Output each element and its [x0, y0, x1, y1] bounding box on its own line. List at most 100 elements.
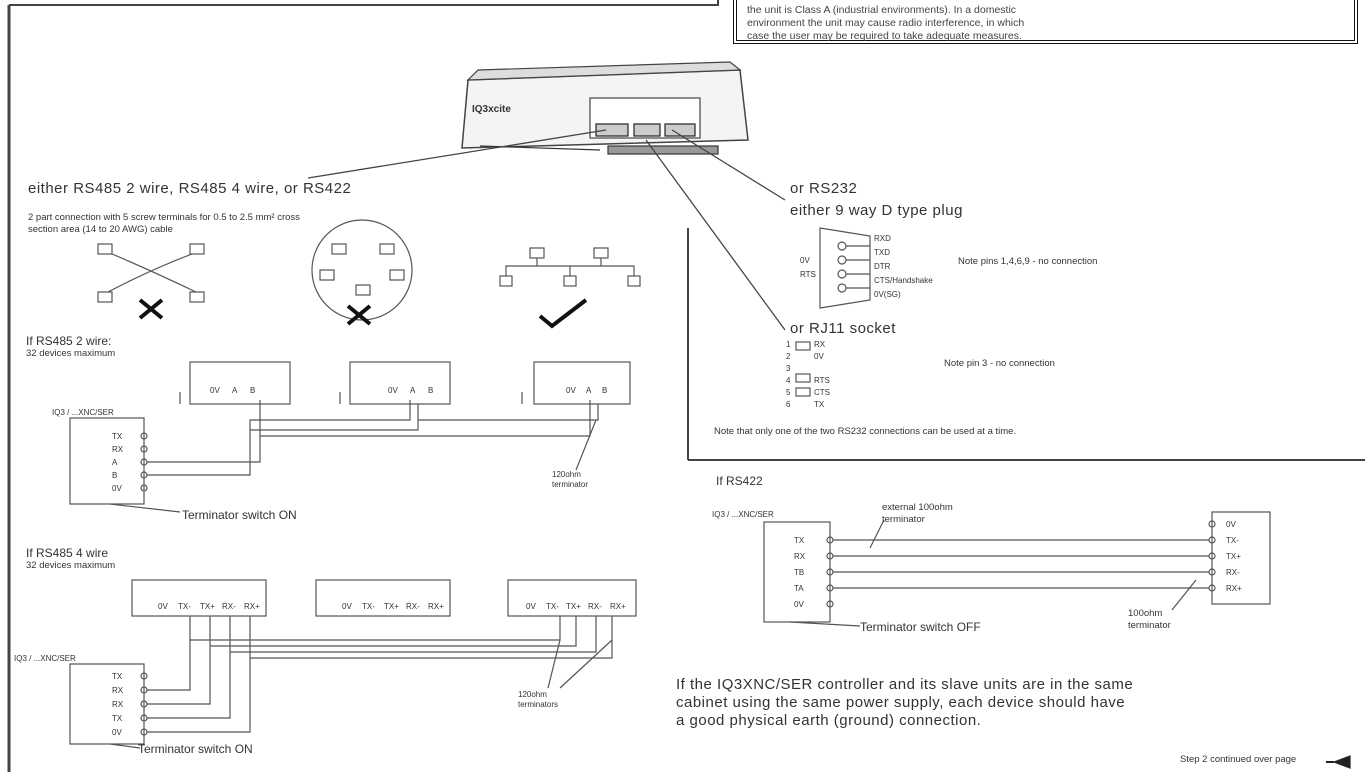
pin-label: B [250, 386, 256, 395]
pin-label: A [586, 386, 592, 395]
earth-note: If the IQ3XNC/SER controller and its sla… [676, 676, 1134, 693]
pin-label: CTS/Handshake [874, 276, 933, 285]
interface-heading: either RS485 2 wire, RS485 4 wire, or RS… [28, 180, 352, 197]
controller-label: IQ3 / ...XNC/SER [52, 408, 114, 417]
pin-label: RX+ [244, 602, 260, 611]
continued-arrow-icon [1326, 755, 1351, 769]
dtype-heading: either 9 way D type plug [790, 202, 963, 219]
rj11-label: RTS [814, 376, 830, 385]
rj11-heading: or RJ11 socket [790, 320, 896, 337]
rs485-2wire-subtitle: 32 devices maximum [26, 348, 116, 359]
pin-label: TX [112, 672, 123, 681]
rs485-2wire-bus [69, 361, 631, 513]
pin-label: A [112, 458, 118, 467]
rs422-title: If RS422 [716, 474, 763, 488]
topology-crossed [97, 243, 205, 320]
pin-label: RX- [406, 602, 420, 611]
pin-label: 0V [342, 602, 352, 611]
pin-label: 0V [800, 256, 810, 265]
rs485-4wire-bus [69, 579, 637, 749]
pin-label: 0V [526, 602, 536, 611]
pin-label: TX- [546, 602, 559, 611]
pin-label: RX- [588, 602, 602, 611]
rj11-label: 0V [814, 352, 824, 361]
rj11-pin: 2 [786, 352, 791, 361]
pin-label: TX+ [566, 602, 581, 611]
terminator-label: terminator [1128, 620, 1171, 631]
pin-label: TXD [874, 248, 890, 257]
pin-label: A [410, 386, 416, 395]
pin-label: TB [794, 568, 805, 577]
topology-tree [499, 247, 641, 329]
pin-label: A [232, 386, 238, 395]
rs232-footer-note: Note that only one of the two RS232 conn… [714, 426, 1017, 437]
pin-label: 0V [566, 386, 576, 395]
pin-label: DTR [874, 262, 891, 271]
pin-label: 0V [210, 386, 220, 395]
pin-label: 0V [794, 600, 804, 609]
pin-label: 0V [388, 386, 398, 395]
pin-label: RTS [800, 270, 816, 279]
rj11-label: RX [814, 340, 826, 349]
terminator-off-label: Terminator switch OFF [860, 620, 981, 634]
connection-note: section area (14 to 20 AWG) cable [28, 224, 173, 235]
dtype-note: Note pins 1,4,6,9 - no connection [958, 256, 1098, 267]
pin-label: B [428, 386, 434, 395]
pin-label: TA [794, 584, 804, 593]
external-terminator-label: terminator [882, 514, 925, 525]
rj11-pin: 5 [786, 388, 791, 397]
pin-label: 0V [1226, 520, 1236, 529]
pin-label: TX [112, 714, 123, 723]
rj11-socket [795, 341, 811, 397]
pin-label: RX- [222, 602, 236, 611]
controller-label: IQ3 / ...XNC/SER [14, 654, 76, 663]
pin-label: RX [112, 445, 124, 454]
notice-line: case the user may be required to take ad… [747, 30, 1022, 42]
rs232-heading: or RS232 [790, 180, 858, 197]
pin-label: RX [112, 700, 124, 709]
rs485-4wire-title: If RS485 4 wire [26, 546, 109, 560]
earth-note: cabinet using the same power supply, eac… [676, 694, 1126, 711]
pin-label: RX [112, 686, 124, 695]
rj11-pin: 3 [786, 364, 791, 373]
pin-label: 0V [112, 484, 122, 493]
pin-label: TX [112, 432, 123, 441]
rj11-pin: 6 [786, 400, 791, 409]
rj11-label: TX [814, 400, 825, 409]
controller-label: IQ3 / ...XNC/SER [712, 510, 774, 519]
pin-label: B [602, 386, 608, 395]
earth-note: a good physical earth (ground) connectio… [676, 712, 982, 729]
pin-label: 0V [112, 728, 122, 737]
pin-label: TX- [362, 602, 375, 611]
pin-label: B [112, 471, 118, 480]
pin-label: 0V(SG) [874, 290, 901, 299]
device-label: IQ3xcite [472, 104, 511, 115]
pin-label: RX- [1226, 568, 1240, 577]
terminator-on-label: Terminator switch ON [182, 508, 297, 522]
continued-over-page: Step 2 continued over page [1180, 754, 1297, 765]
rj11-pin: 4 [786, 376, 791, 385]
rs485-4wire-subtitle: 32 devices maximum [26, 560, 116, 571]
rj11-note: Note pin 3 - no connection [944, 358, 1055, 369]
pin-label: RX [794, 552, 806, 561]
terminator-label: terminators [518, 700, 559, 709]
rj11-pin: 1 [786, 340, 791, 349]
rj11-label: CTS [814, 388, 830, 397]
pin-label: TX- [1226, 536, 1239, 545]
dtype-plug [819, 227, 871, 309]
terminator-label: 120ohm [552, 470, 581, 479]
terminator-on-label: Terminator switch ON [138, 742, 253, 756]
pin-label: TX [794, 536, 805, 545]
connection-note: 2 part connection with 5 screw terminals… [28, 212, 300, 223]
pin-label: TX+ [1226, 552, 1241, 561]
pin-label: TX+ [384, 602, 399, 611]
terminator-label: 100ohm [1128, 608, 1163, 619]
pin-label: 0V [158, 602, 168, 611]
pin-label: TX- [178, 602, 191, 611]
pin-label: RXD [874, 234, 891, 243]
pin-label: TX+ [200, 602, 215, 611]
rs422-bus [763, 511, 1271, 627]
terminator-label: 120ohm [518, 690, 547, 699]
notice-line: environment the unit may cause radio int… [747, 17, 1025, 29]
